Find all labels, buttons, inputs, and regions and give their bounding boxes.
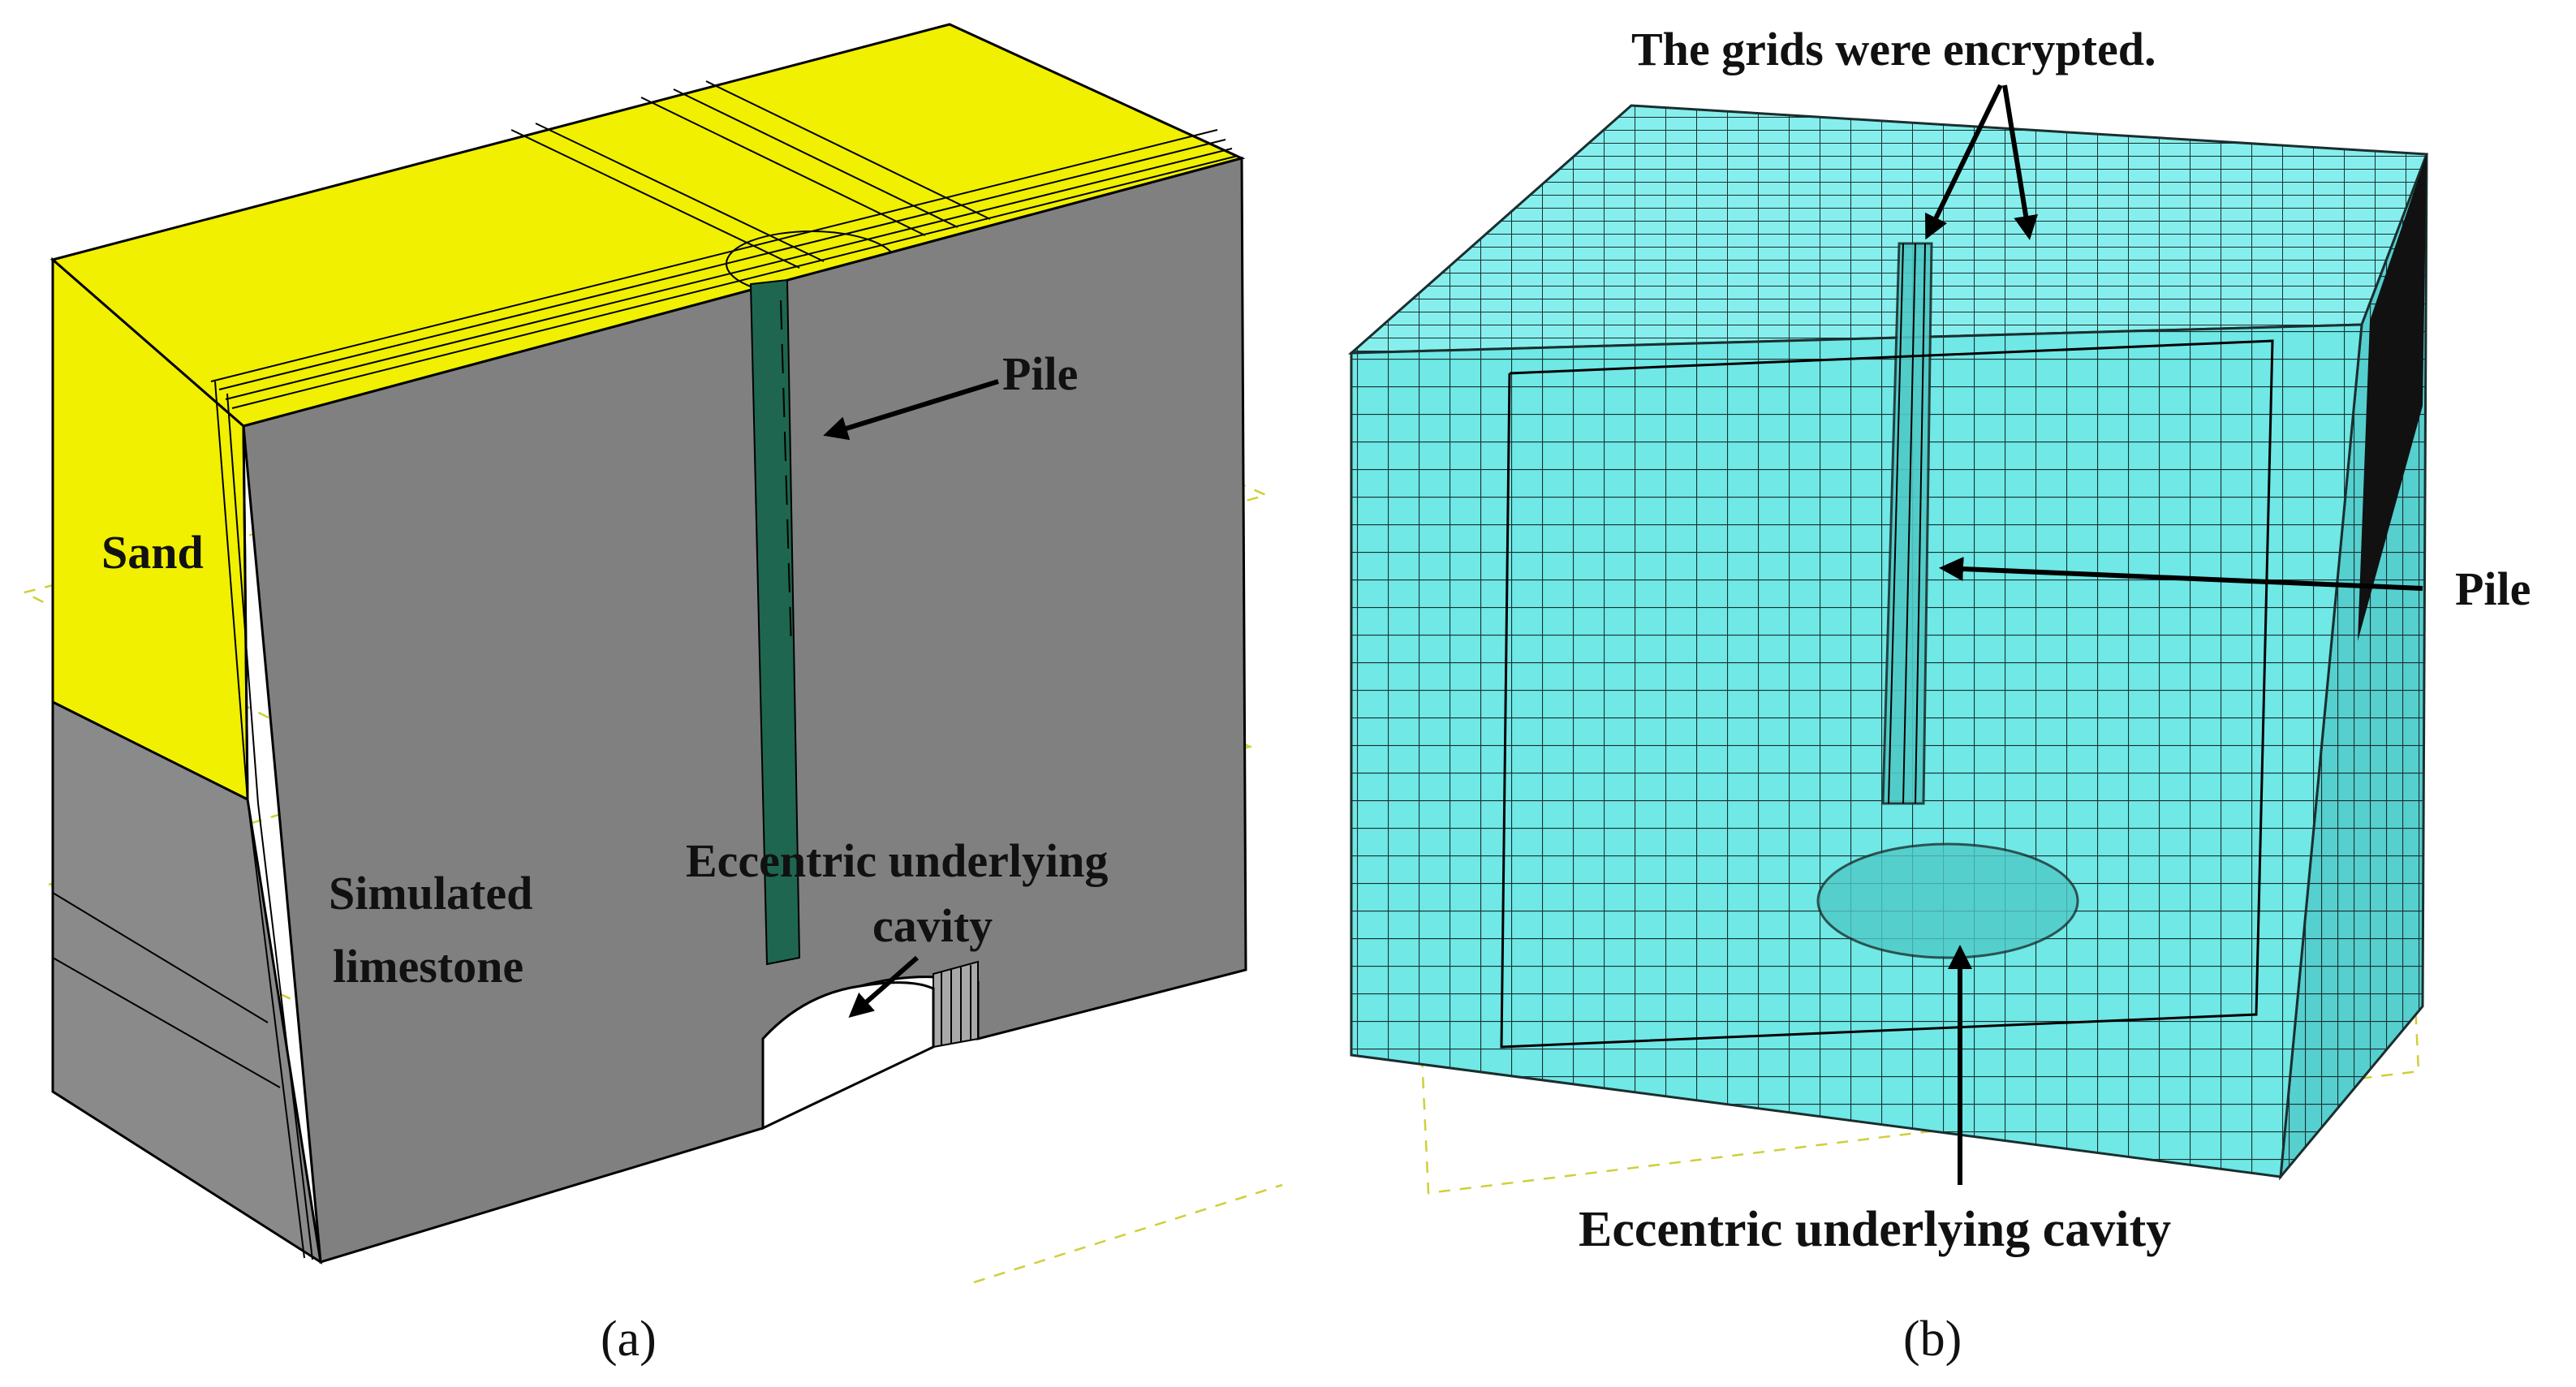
cavity-a-label-line1: Eccentric underlying [686,834,1108,887]
pile-b-grid [1888,243,1926,804]
cavity-ribs [941,965,971,1045]
limestone-label-line2: limestone [333,940,523,993]
pile-b-label: Pile [2455,562,2531,615]
pile-a-arrow [823,379,999,441]
pile-a-dashed [780,299,792,650]
panel-b: The grids were encrypted. Pile Eccentric… [1347,23,2531,1367]
limestone-label-line1: Simulated [329,867,532,920]
panel-a: Sand Pile Simulated limestone Eccentric … [24,23,1283,1367]
cavity-b-label: Eccentric underlying cavity [1579,1202,2171,1257]
grids-label: The grids were encrypted. [1631,23,2156,75]
pile-b-arrow [1939,557,2423,591]
sand-rock-boundary [242,425,249,800]
cavity-a-arrow [848,955,919,1018]
cavity-b-region [1816,842,2079,959]
grids-arrow-2 [2002,84,2038,240]
cavity-opening [761,981,935,1131]
sand-label: Sand [101,526,204,579]
pile-a [749,278,801,966]
mesh-right-edge-dark [2358,154,2427,641]
cavity-a-label-line2: cavity [872,899,993,952]
caption-b: (b) [1903,1312,1962,1367]
grids-arrow-1 [1925,84,2003,240]
pile-b [1881,242,1933,805]
mesh-front-face [1350,323,2363,1178]
mesh-top-face [1347,104,2429,355]
caption-a: (a) [601,1312,657,1367]
inner-region-outline [1500,339,2274,1049]
pile-a-label: Pile [1002,347,1078,400]
reference-plane-bottom [973,1183,1283,1284]
